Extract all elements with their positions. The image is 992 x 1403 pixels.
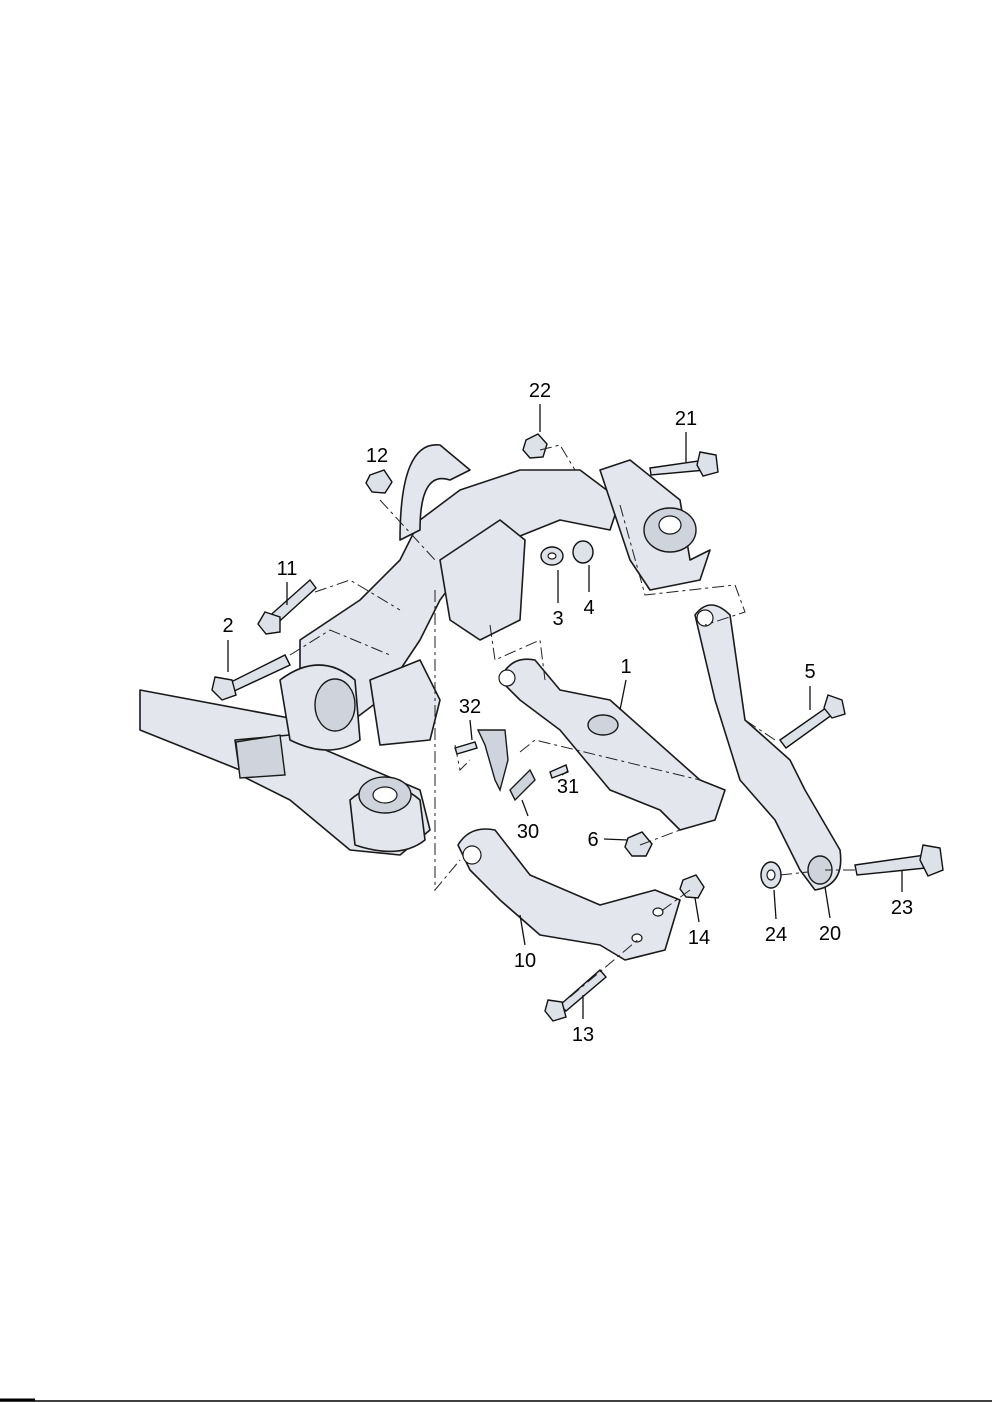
label-32: 32 — [459, 696, 481, 718]
label-3: 3 — [552, 608, 563, 630]
label-12: 12 — [366, 445, 388, 467]
upper-control-arm — [457, 828, 681, 961]
bolts — [211, 433, 944, 1022]
assembly-lines — [289, 444, 855, 998]
label-1: 1 — [620, 656, 631, 678]
label-24: 24 — [765, 924, 787, 946]
label-5: 5 — [804, 661, 815, 683]
trailing-link — [694, 604, 842, 891]
label-13: 13 — [572, 1024, 594, 1046]
label-11: 11 — [277, 558, 298, 580]
subframe — [139, 444, 711, 856]
label-10: 10 — [514, 950, 536, 972]
label-2: 2 — [222, 615, 233, 637]
label-6: 6 — [587, 829, 598, 851]
part-labels: 22 21 12 11 2 3 4 1 5 32 31 30 6 24 20 2… — [222, 380, 913, 1046]
level-sensor-bracket — [476, 729, 536, 802]
label-14: 14 — [688, 927, 710, 949]
label-4: 4 — [583, 597, 594, 619]
label-20: 20 — [819, 923, 841, 945]
label-30: 30 — [517, 821, 539, 843]
leader-lines — [227, 404, 903, 1019]
label-22: 22 — [529, 380, 551, 402]
lower-control-arm — [498, 658, 726, 831]
label-21: 21 — [675, 408, 697, 430]
label-23: 23 — [891, 897, 913, 919]
label-31: 31 — [557, 776, 579, 798]
